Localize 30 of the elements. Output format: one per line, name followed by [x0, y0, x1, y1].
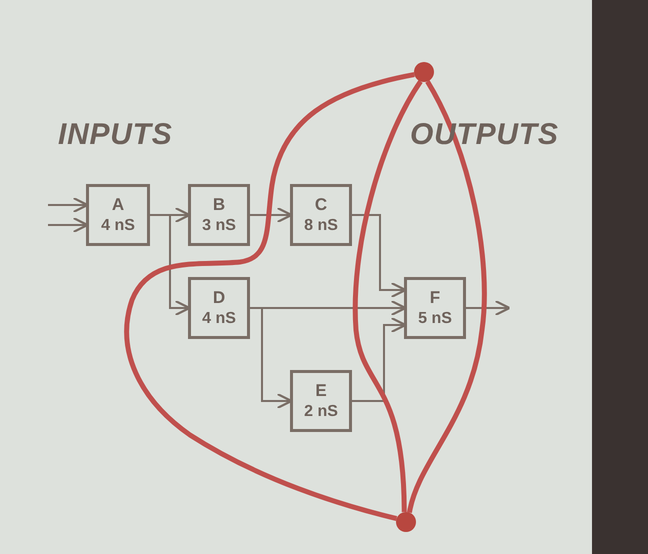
cut-line — [352, 80, 423, 512]
arrow — [48, 216, 89, 234]
arrow — [352, 316, 407, 402]
cut-line — [406, 80, 487, 514]
arrow — [466, 300, 511, 316]
stage-box — [290, 184, 352, 246]
stage-name: A — [112, 194, 124, 216]
cut-line — [124, 72, 415, 521]
arrow — [250, 206, 293, 224]
stage-name: D — [212, 287, 226, 309]
stage-box — [290, 370, 352, 432]
stage-box — [188, 277, 250, 339]
stage-name: B — [212, 194, 226, 216]
stage-name: F — [430, 287, 440, 309]
stage-delay: 5 nS — [418, 308, 452, 329]
arrow — [250, 307, 293, 410]
arrow — [48, 196, 89, 214]
section-heading: INPUTS — [58, 117, 173, 153]
stage-name: E — [315, 380, 327, 402]
stage-delay: 8 nS — [304, 216, 338, 236]
stage-box — [86, 184, 150, 246]
stage-delay: 2 nS — [304, 402, 338, 422]
arrow — [150, 214, 191, 316]
stage-delay: 3 nS — [202, 216, 236, 236]
stage-box — [188, 184, 250, 246]
stage-delay: 4 nS — [101, 216, 135, 236]
stage-delay: 4 nS — [202, 308, 236, 329]
arrow — [352, 214, 407, 298]
stage-box — [404, 277, 466, 339]
stage-name: C — [314, 194, 328, 216]
